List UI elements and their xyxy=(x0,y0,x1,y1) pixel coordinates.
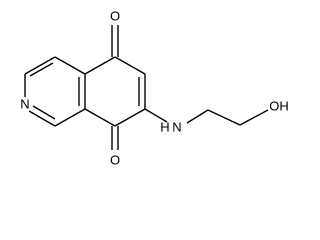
chemical-structure-diagram: O N N H OH O xyxy=(20,9,289,168)
bond-c8-c8a xyxy=(84,108,116,127)
nitrogen-ring-label: N xyxy=(20,97,29,112)
bond-n2-c1-double xyxy=(32,105,56,120)
bond-ch2-ch2 xyxy=(207,109,241,126)
bond-c7-nh xyxy=(144,108,168,123)
bond-c4-c3 xyxy=(24,56,56,75)
bond-c5-c6 xyxy=(114,56,146,75)
oxygen-bottom-label: O xyxy=(110,153,120,168)
bond-c4a-c4 xyxy=(54,56,86,75)
bond-c7-c8 xyxy=(114,108,146,127)
bond-nh-ch2 xyxy=(186,109,209,124)
bond-c4-c3-double xyxy=(29,62,54,77)
bond-c1-c8a xyxy=(54,108,86,127)
amine-nitrogen-label: N xyxy=(172,120,181,135)
bond-c4a-c5 xyxy=(84,56,116,75)
amine-hydrogen-label: H xyxy=(160,120,169,135)
oxygen-top-label: O xyxy=(110,9,120,24)
bond-n2-c1 xyxy=(28,110,56,127)
bond-ch2-oh xyxy=(239,109,269,126)
hydroxyl-label: OH xyxy=(269,99,289,114)
